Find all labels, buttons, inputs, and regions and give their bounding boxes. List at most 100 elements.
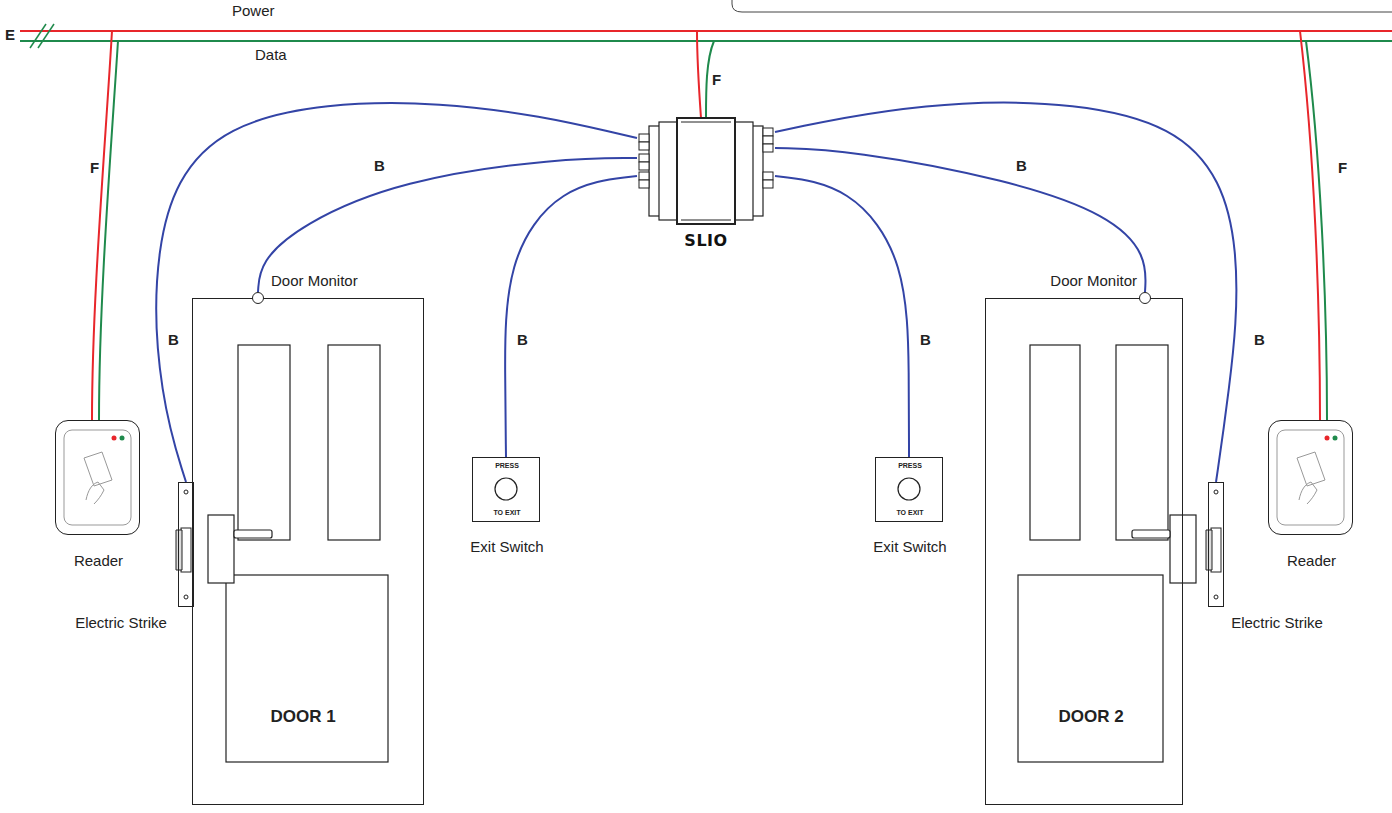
reader-led [112,436,1338,441]
slio-module [639,162,649,170]
door-handle [208,515,234,583]
reader-detail [86,482,104,504]
door-handle [208,515,1196,583]
data-bus [20,40,1392,42]
reader-detail [64,430,1344,525]
door-handle [1170,515,1196,583]
device-label: SLIO [684,232,727,250]
power-bus [20,31,1392,32]
power-bus [20,30,1392,32]
strike-detail [184,490,188,494]
door-panels [1116,345,1168,540]
slio-module [677,118,735,224]
strike-detail [1214,490,1218,494]
device-label: Door Monitor [271,272,358,289]
b-cable [775,103,1236,482]
cable-label: F [1338,160,1347,177]
device-label: DOOR 1 [270,707,335,727]
slio-module [639,134,649,142]
button-caption: TO EXIT [493,509,520,517]
door-panels [328,345,380,540]
cable-label: E [5,27,15,44]
reader-detail [1299,482,1317,504]
reader-led [1333,436,1338,441]
controller-module: SLIO [637,118,775,224]
strike-detail [184,595,188,599]
f-cable [1300,31,1320,420]
f-cable [1306,41,1327,420]
device-label: Door Monitor [1050,272,1137,289]
bus-label: Data [255,47,287,64]
cable-label: B [918,332,933,349]
card-reader: Reader [1268,420,1353,535]
reader-detail [1277,430,1344,525]
exit-button [495,478,517,500]
button-caption: TO EXIT [896,509,923,517]
door-panels [238,345,290,540]
electric-strike: Electric Strike [178,482,194,607]
reader-detail [1297,452,1325,486]
cable-label: F [90,160,99,177]
bus-label: Power [232,3,275,20]
device-label: Exit Switch [873,538,946,555]
door-panels [1018,575,1163,762]
slio-module [681,122,731,123]
slio-module [681,220,731,221]
reader-led [120,436,125,441]
slio-module [639,154,649,162]
f-cable [92,31,112,420]
reader-led [1325,436,1330,441]
strike-detail [1214,595,1218,599]
b-cable [156,103,637,482]
slio-module [763,144,773,152]
slio-module [763,172,773,180]
frame-outline [732,0,1392,12]
slio-module [763,128,773,136]
cable-label: B [1014,158,1029,175]
cable-label: B [372,158,387,175]
f-cable [99,41,118,420]
reader-detail [84,452,112,486]
b-cable [775,176,909,457]
exit-button [495,478,920,500]
device-label: Reader [1287,552,1336,569]
strike-detail [176,530,182,570]
electric-strike: Electric Strike [1208,482,1224,607]
device-label: DOOR 2 [1058,707,1123,727]
slio-module [763,180,773,188]
door-panels [226,345,1168,762]
break-mark [38,24,54,48]
b-cable [258,158,637,292]
door-leaf: DOOR 1 [192,298,424,805]
slio-module [639,118,773,224]
device-label: Reader [74,552,123,569]
data-bus [20,41,1392,42]
door-panels [1030,345,1080,540]
door-panels [226,575,388,762]
door-monitor: Door Monitor [252,292,264,304]
slio-module [639,142,649,150]
device-label: Electric Strike [75,614,167,631]
door-handle [234,530,272,538]
exit-button [898,478,920,500]
b-cable [775,148,1146,292]
reader-led [112,436,117,441]
reader-detail [64,430,131,525]
slio-module [639,180,649,188]
button-caption: PRESS [495,462,519,470]
slio-module [639,172,649,180]
door-monitor: Door Monitor [1139,292,1151,304]
exit-switch: PRESSTO EXITExit Switch [875,457,943,522]
break-mark [30,24,54,48]
break-mark [30,24,46,48]
card-reader: Reader [55,420,140,535]
b-cable [505,176,637,457]
slio-module [763,136,773,144]
strike-detail [176,490,1221,599]
cable-label: B [515,332,530,349]
